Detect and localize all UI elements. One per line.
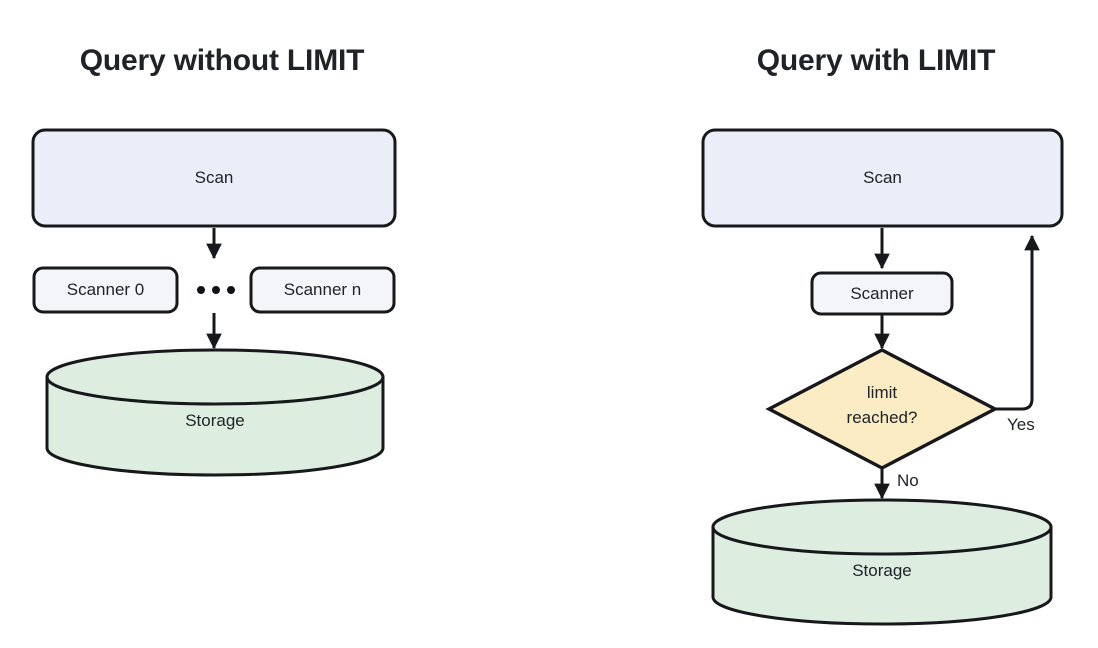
panel-title-with-limit: Query with LIMIT (756, 44, 996, 77)
storage-top-left (45, 348, 385, 406)
storage-cylinder-right[interactable] (711, 498, 1053, 626)
storage-cylinder-left[interactable] (45, 348, 385, 477)
panel-query-without-limit (31, 128, 397, 477)
panel-query-with-limit (701, 128, 1064, 626)
scan-box-left[interactable] (31, 128, 397, 228)
storage-top-right (711, 498, 1053, 556)
scanner-last-box[interactable] (249, 266, 396, 314)
decision-diamond-limit-reached[interactable] (765, 348, 999, 470)
panel-title-without-limit: Query without LIMIT (79, 44, 365, 77)
arrow-yes-loop-to-scan (996, 234, 1040, 411)
scanner-box-right[interactable] (810, 271, 954, 316)
ellipsis-icon (197, 286, 235, 294)
scan-box-right[interactable] (701, 128, 1064, 228)
scanner-first-box[interactable] (32, 266, 179, 314)
